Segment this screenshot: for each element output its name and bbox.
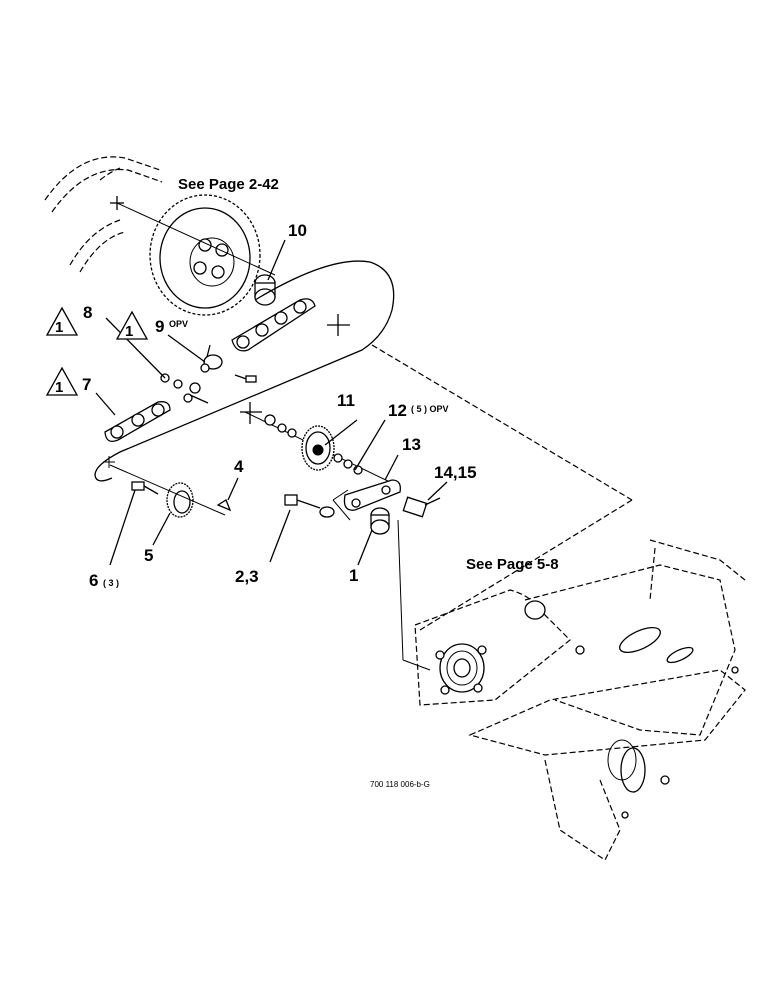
connecting-link-9 [200,354,257,383]
drawing-number: 700 118 006-b-G [370,780,430,789]
note-triangle-9: 1 [115,310,149,340]
idler-spacer-1 [370,507,431,671]
callout-1: 1 [349,566,358,585]
note-triangle-8: 1 [45,306,79,336]
bolt-6 [131,481,159,495]
callout-11: 11 [337,391,355,410]
small-sprocket-11 [240,402,391,483]
callout-12-sup: ( 5 ) OPV [411,404,449,414]
callout-9: 9 [155,317,164,336]
see-page-ref-top: See Page 2-42 [178,176,279,193]
bolt-2-3 [284,494,335,518]
see-page-ref-right: See Page 5-8 [466,556,559,573]
callout-13: 13 [402,435,421,454]
key-4 [216,499,232,512]
callout-6: 6 [89,571,98,590]
callout-14-15: 14,15 [434,463,477,482]
callout-6-sup: ( 3 ) [103,578,119,588]
note-triangle-7: 1 [45,366,79,396]
roller-chain-upper [231,298,316,352]
callout-12: 12 [388,401,407,420]
roller-chain-lower [104,401,171,443]
callout-7: 7 [82,375,91,394]
callout-9-sup: OPV [169,319,188,329]
upper-chain-phantom [44,156,163,273]
callout-5: 5 [144,546,153,565]
leader-lines [95,239,448,566]
bolt-14-15 [402,496,441,518]
callout-2-3: 2,3 [235,567,259,586]
callout-4: 4 [234,457,244,476]
large-sprocket [110,194,276,316]
note-triangle-7-label: 1 [55,379,63,396]
tensioner-plate-13 [332,479,401,521]
chain-loop [94,260,633,631]
frame-assembly [414,539,746,861]
callout-8: 8 [83,303,92,322]
connecting-link-8 [160,373,209,404]
spacer-10 [254,274,276,306]
sprocket-5 [109,464,226,518]
callout-10: 10 [288,221,307,240]
note-triangle-9-label: 1 [125,323,133,340]
note-triangle-8-label: 1 [55,319,63,336]
